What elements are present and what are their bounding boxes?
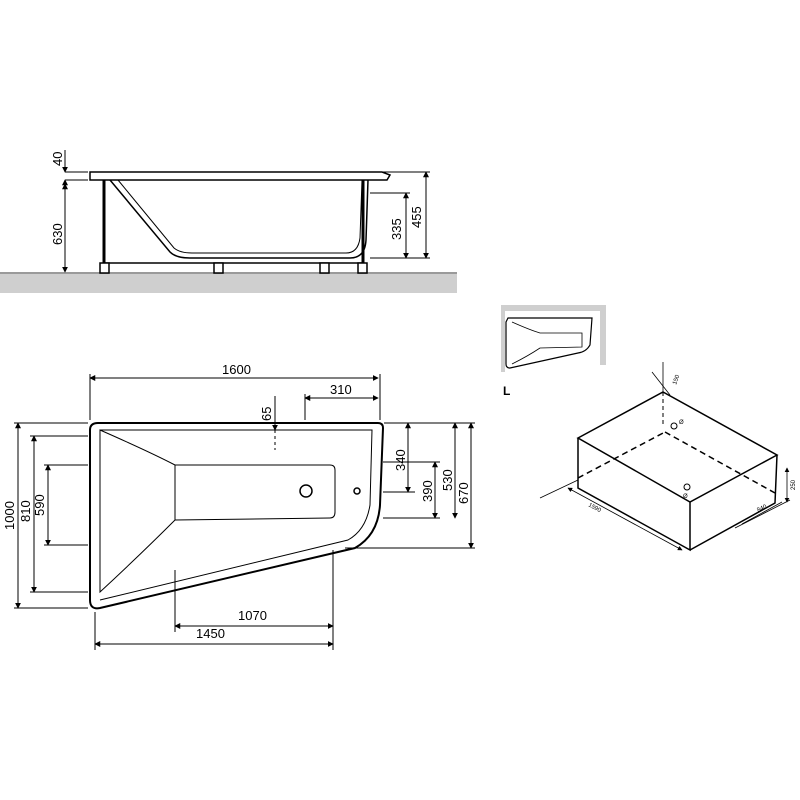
thumb-wall [501, 305, 606, 365]
foot-4 [357, 262, 368, 274]
box-view [539, 362, 791, 552]
dim-width-590: 590 [32, 494, 47, 516]
box-dim-1590: 1590 [587, 502, 602, 514]
drain-hole-a [670, 422, 678, 430]
dim-total-length: 1600 [222, 362, 251, 377]
foot-3 [319, 262, 330, 274]
dim-bottom-1450: 1450 [196, 626, 225, 641]
box-dim-150: 150 [672, 374, 681, 386]
foot-2 [213, 262, 224, 274]
floor [0, 273, 457, 293]
dim-width-810: 810 [18, 500, 33, 522]
dim-corner-cut: 310 [330, 382, 352, 397]
thumb-tub [505, 317, 593, 369]
top-view [14, 374, 475, 650]
overflow [353, 487, 361, 495]
dim-side-530: 530 [440, 469, 455, 491]
tub-shell-inner [117, 179, 363, 254]
box-dim-250: 250 [791, 479, 797, 490]
variant-thumbnail [501, 305, 606, 372]
box-top [576, 391, 779, 503]
drain [299, 484, 313, 498]
tub-inner [99, 429, 336, 594]
dim-drain-offset: 65 [259, 407, 274, 421]
dim-inner-width: 390 [420, 480, 435, 502]
drain-label-b: Ø [683, 494, 688, 500]
dim-overflow-offset: 340 [393, 449, 408, 471]
tub-shell [109, 179, 369, 259]
dim-outer-depth: 455 [409, 206, 424, 228]
dim-total-width: 1000 [2, 501, 17, 530]
variant-label: L [503, 384, 510, 398]
dim-rim: 40 [50, 152, 65, 166]
box-dim-840: 840 [756, 504, 768, 514]
tub-rim-inner [99, 429, 373, 601]
box-front-left [577, 438, 691, 552]
tub-outline [89, 422, 385, 610]
dim-inner-depth: 335 [389, 218, 404, 240]
side-view [0, 150, 457, 293]
drain-hole-b [683, 483, 691, 491]
foot-1 [99, 262, 110, 274]
dim-side-670: 670 [456, 482, 471, 504]
drain-label-a: Ø [679, 420, 684, 426]
dim-total-height: 630 [50, 223, 65, 245]
box-front-right [689, 454, 778, 551]
tub-rim [89, 171, 392, 181]
dim-bottom-1070: 1070 [238, 608, 267, 623]
